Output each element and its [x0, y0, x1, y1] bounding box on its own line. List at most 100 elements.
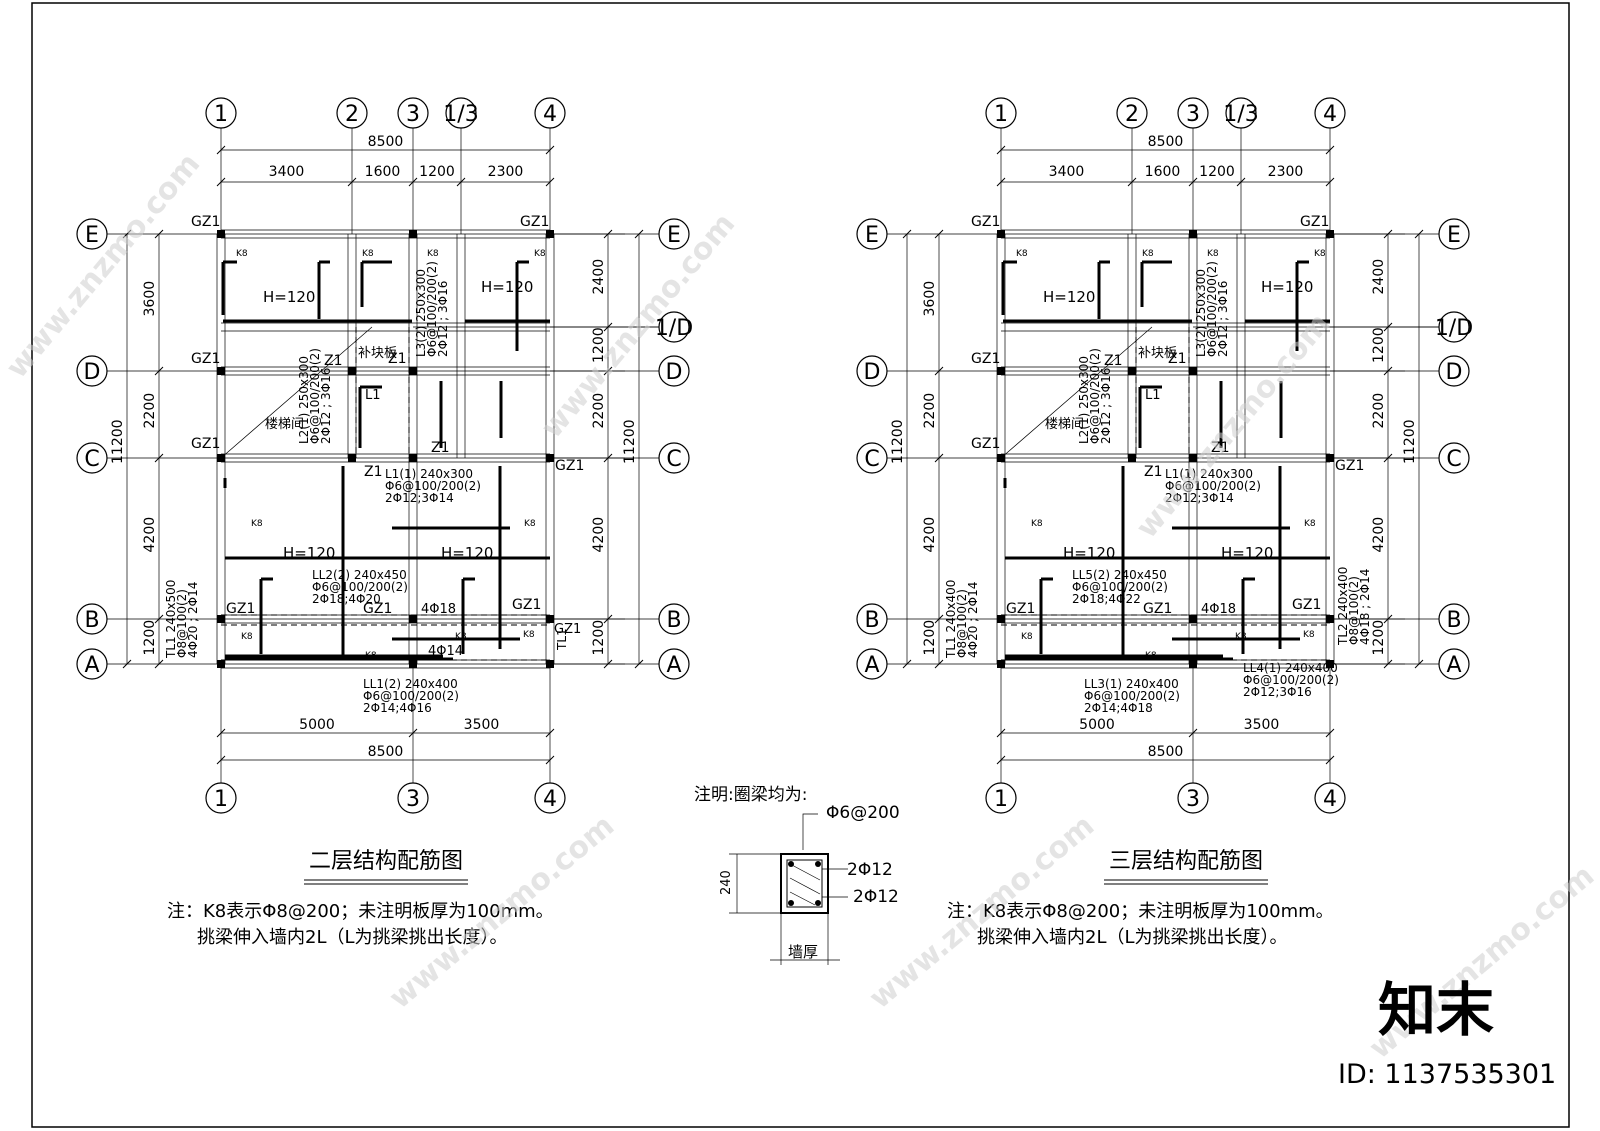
axis-top-2: 3: [1186, 102, 1200, 127]
ring-beam-section: [780, 853, 829, 914]
axis-bottom-1: 3: [406, 787, 420, 812]
plan-note-2: 挑梁伸入墙内2L（L为挑梁挑出长度）。: [977, 927, 1288, 948]
dim-top-part: 1600: [365, 164, 401, 180]
ring-beam-top-bar: 2Φ12: [847, 860, 893, 880]
axis-top-0: 1: [994, 102, 1008, 127]
axis-left-4: B: [84, 608, 99, 633]
label-gz1: GZ1: [226, 601, 255, 617]
label-stair: 楼梯间: [265, 417, 304, 432]
label-beam-tl1: Φ8@100(2): [175, 589, 189, 658]
axis-bottom-2-bubble: [1314, 782, 1346, 814]
axis-top-4: 4: [543, 102, 557, 127]
axis-top-1: 2: [1125, 102, 1139, 127]
label-k8: K8: [427, 249, 439, 259]
dim-top-part: 1200: [419, 164, 455, 180]
dim-top-part: 3400: [1049, 164, 1085, 180]
label-k8: K8: [1031, 519, 1043, 529]
label-h120: H=120: [283, 544, 335, 562]
label-beam-l1: Φ6@100/200(2): [1165, 479, 1261, 493]
column: [409, 660, 417, 668]
label-beam-tl1: 4Φ20 ; 2Φ14: [186, 582, 200, 658]
axis-top-3: 1/3: [1223, 102, 1258, 127]
dim-right-part: 2200: [591, 393, 607, 429]
label-beam-l3: L3(2) 250x300: [1194, 269, 1208, 357]
dim-bottom-part: 3500: [1244, 717, 1280, 733]
axis-bottom-0: 1: [994, 787, 1008, 812]
axis-left-2: D: [84, 360, 101, 385]
sheet-border: [31, 2, 1570, 1128]
plan-title: 二层结构配筋图: [309, 849, 463, 874]
label-h120: H=120: [1261, 278, 1313, 296]
dim-bottom-total: 8500: [1148, 744, 1184, 760]
label-gz1: GZ1: [971, 214, 1000, 230]
column: [1326, 454, 1334, 462]
label-rebar: 4Φ18: [421, 602, 456, 617]
label-beam-tl1: TL1 240x500: [164, 580, 178, 659]
dim-right-part: 1200: [591, 620, 607, 656]
plan-title: 三层结构配筋图: [1109, 849, 1263, 874]
label-beam-l3: Φ6@100/200(2): [425, 261, 439, 357]
axis-top-1-bubble: [336, 97, 368, 129]
label-beam-ll2: 2Φ18;4Φ20: [312, 592, 381, 606]
label-beam-ll2: Φ6@100/200(2): [312, 580, 408, 594]
axis-left-3: C: [864, 447, 879, 472]
dim-bottom-part: 5000: [299, 717, 335, 733]
label-h120: H=120: [481, 278, 533, 296]
axis-right-4: B: [666, 608, 681, 633]
label-k8: K8: [1142, 249, 1154, 259]
column: [1189, 660, 1197, 668]
label-beam-l3: L3(2) 250x300: [414, 269, 428, 357]
label-z1: Z1: [388, 351, 407, 367]
label-gz1: GZ1: [1292, 597, 1321, 613]
dim-left-part: 2200: [922, 393, 938, 429]
axis-top-3: 1/3: [443, 102, 478, 127]
column: [546, 230, 554, 238]
dim-right-part: 1200: [1371, 327, 1387, 363]
axis-right-2: D: [666, 360, 683, 385]
label-beam-tl2: 4Φ18 ; 2Φ14: [1358, 569, 1372, 645]
column: [546, 660, 554, 668]
label-k8: K8: [1314, 249, 1326, 259]
label-beam-l1: Φ6@100/200(2): [385, 479, 481, 493]
dim-left-part: 1200: [922, 620, 938, 656]
column: [1189, 230, 1197, 238]
label-plate: 补块板: [1138, 346, 1177, 361]
column: [997, 615, 1005, 623]
label-h120: H=120: [263, 288, 315, 306]
label-beam-tl1: TL1: [555, 628, 569, 651]
axis-bottom-2: 4: [543, 787, 557, 812]
label-z1: Z1: [1104, 353, 1123, 369]
axis-right-0: E: [667, 223, 681, 248]
ring-beam-height: 240: [719, 870, 734, 895]
label-rebar: 4Φ18: [1201, 602, 1236, 617]
label-gz1: GZ1: [971, 436, 1000, 452]
label-k8: K8: [455, 632, 467, 642]
axis-bottom-1-bubble: [1177, 782, 1209, 814]
label-beam-ll1: 2Φ14;4Φ16: [363, 701, 432, 715]
dim-top-part: 1600: [1145, 164, 1181, 180]
label-beam-ll1: LL1(2) 240x400: [363, 677, 458, 691]
label-beam-l2: Φ6@100/200(2): [308, 348, 322, 444]
label-gz1: GZ1: [520, 214, 549, 230]
dim-left-total: 11200: [110, 419, 126, 464]
label-beam-l1: 2Φ12;3Φ14: [1165, 491, 1234, 505]
label-beam-l1: 2Φ12;3Φ14: [385, 491, 454, 505]
column: [1326, 660, 1334, 668]
label-gz1: GZ1: [1335, 458, 1364, 474]
axis-top-0-bubble: [205, 97, 237, 129]
axis-top-4-bubble: [534, 97, 566, 129]
axis-bottom-0-bubble: [205, 782, 237, 814]
label-gz1: GZ1: [1300, 214, 1329, 230]
column: [217, 367, 225, 375]
label-z1: Z1: [1168, 351, 1187, 367]
label-beam-ll4: 2Φ12;3Φ16: [1243, 685, 1312, 699]
label-gz1: GZ1: [1143, 601, 1172, 617]
axis-right-5: A: [666, 653, 681, 678]
label-beam-l3: 2Φ12 ; 3Φ16: [1216, 281, 1230, 357]
column: [217, 230, 225, 238]
label-beam-ll4: LL4(1) 240x400: [1243, 661, 1338, 675]
axis-top-2: 3: [406, 102, 420, 127]
label-k8: K8: [362, 249, 374, 259]
axis-right-5: A: [1446, 653, 1461, 678]
dim-right-part: 1200: [1371, 620, 1387, 656]
